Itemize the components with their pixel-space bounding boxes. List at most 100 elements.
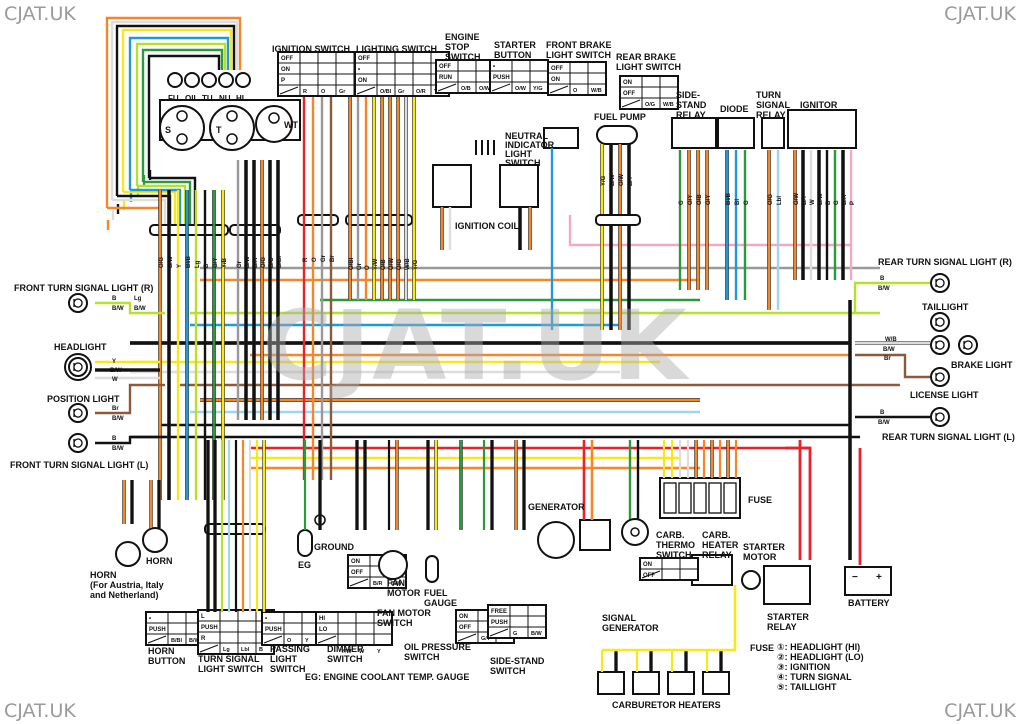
- ignitor-label: IGNITOR: [800, 100, 838, 110]
- speedometer-gauge: [159, 105, 205, 151]
- fan-motor-label: FAN MOTOR: [387, 578, 421, 598]
- wire-code-label: W/B: [663, 102, 674, 108]
- watermark-top-left: CJAT.UK: [4, 3, 76, 25]
- wire-code-label: B/W: [878, 420, 890, 426]
- wire-Lg: [853, 281, 930, 313]
- fuse-legend-item: ①: HEADLIGHT (HI): [777, 642, 861, 652]
- wire-code-label: Gr: [357, 262, 363, 270]
- wire-code-label: O: [312, 257, 318, 262]
- wire-code-label: Lg: [134, 296, 142, 302]
- fuel-gauge-sensor: [425, 555, 439, 583]
- wire-code-label: G: [834, 200, 840, 205]
- wire-code-label: Y: [305, 638, 309, 644]
- wire-code-label: B/W: [531, 631, 543, 637]
- fuse-legend-item: ⑤: TAILLIGHT: [777, 682, 837, 692]
- tachometer-gauge: [209, 105, 255, 151]
- neutral-switch: [543, 127, 579, 149]
- rear-brake-switch-label: REAR BRAKE LIGHT SWITCH: [616, 52, 681, 72]
- fuse-legend-item: ②: HEADLIGHT (LO): [777, 652, 864, 662]
- wire-code-label: B/W: [391, 581, 403, 587]
- ignition-switch-diag: [279, 86, 299, 95]
- wire-code-label: B: [880, 276, 885, 282]
- wire-code-label: B/W: [112, 306, 124, 312]
- fuse-legend-item: ④: TURN SIGNAL: [777, 672, 852, 682]
- wire-Y: [123, 190, 177, 230]
- gauge-lamp: [226, 133, 238, 145]
- indicator-lamp: [167, 72, 183, 88]
- wire-code-label: P: [850, 201, 856, 205]
- wire-code-label: O/G: [261, 257, 267, 268]
- ignition-connector: [297, 214, 339, 226]
- starter-motor: [741, 570, 761, 590]
- battery: [844, 566, 892, 596]
- license-light-bulb-glyph: [935, 372, 945, 382]
- headlight-label: HEADLIGHT: [54, 342, 107, 352]
- ignition-switch-label: IGNITION SWITCH: [272, 44, 350, 54]
- wire-code-label: G/Y: [213, 258, 219, 268]
- front-turn-r-bulb: [68, 293, 88, 313]
- taillight-bulb-glyph: [935, 317, 945, 327]
- starter-relay-label: STARTER RELAY: [767, 612, 809, 632]
- rectifier: [579, 519, 611, 551]
- wire-code-label: B: [259, 647, 263, 653]
- gauge-label-s: S: [165, 125, 171, 135]
- wire-code-label: +: [876, 572, 882, 583]
- engine-stop-switch-label: ENGINE STOP SWITCH: [445, 32, 481, 62]
- water-temp-gauge: [255, 105, 293, 143]
- passing-switch-diag: [263, 635, 283, 644]
- wire-code-label: B/W: [610, 174, 616, 186]
- wire-B: [115, 24, 236, 196]
- rear-brake-switch-diag: [621, 99, 641, 108]
- wire-code-label: B/W: [245, 256, 251, 268]
- wire-G: [143, 180, 192, 230]
- neutral-switch-label: NEUTRAL INDICATOR LIGHT SWITCH: [505, 131, 555, 168]
- wire-code-label: R: [303, 89, 307, 95]
- brake-light-bulb-2: [958, 335, 978, 355]
- wire-code-label: B/W: [134, 306, 146, 312]
- wire-code-label: B/Y: [802, 195, 808, 205]
- wire-code-label: Gr: [339, 89, 346, 95]
- wire-code-label: O/W: [479, 86, 491, 92]
- wire-code-label: O/G: [397, 259, 403, 270]
- wire-code-label: Y/W: [373, 258, 379, 270]
- wire-code-label: B/W: [168, 256, 174, 268]
- wire-code-label: ON: [351, 559, 360, 565]
- wire-code-label: Br: [112, 406, 119, 412]
- generator: [537, 521, 575, 559]
- horn: [142, 527, 168, 553]
- wire-Br: [855, 353, 930, 379]
- wire-code-label: •: [149, 616, 151, 622]
- wire-code-label: Lbl: [777, 196, 783, 205]
- wire-code-label: B: [880, 410, 885, 416]
- wire-code-label: Y/W: [341, 649, 352, 655]
- wire-code-label: OFF: [281, 56, 293, 62]
- ignitor: [787, 109, 857, 149]
- wire-code-label: −: [852, 572, 858, 583]
- wire-code-label: B/W: [110, 368, 122, 374]
- wire-code-label: Gr: [237, 260, 243, 268]
- rear-turn-l-label: REAR TURN SIGNAL LIGHT (L): [882, 432, 1015, 442]
- front-turn-l-label: FRONT TURN SIGNAL LIGHT (L): [10, 460, 149, 470]
- carburetor-heater-4: [702, 671, 730, 695]
- wire-code-label: Bl/B: [186, 255, 192, 268]
- wire-code-label: W: [359, 649, 365, 655]
- wire-code-label: Br: [884, 356, 891, 362]
- rear-turn-l-bulb-glyph: [935, 412, 945, 422]
- indicator-label-tu: TU: [202, 94, 213, 103]
- fuse-box-label: FUSE: [748, 495, 773, 505]
- wire-code-label: O/Bl: [380, 89, 392, 95]
- ignition-coil-2: [499, 164, 539, 208]
- front-turn-r-label: FRONT TURN SIGNAL LIGHT (R): [14, 283, 154, 293]
- fuse-5: [723, 482, 737, 514]
- wire-code-label: ON: [643, 562, 652, 568]
- fuel-pump-label: FUEL PUMP: [594, 112, 646, 122]
- position-light-bulb: [68, 403, 88, 423]
- license-light-bulb: [930, 367, 950, 387]
- gauge-label-t: T: [216, 125, 222, 135]
- wire-code-label: G: [513, 631, 517, 637]
- turn-signal-switch-label: TURN SIGNAL LIGHT SWITCH: [198, 654, 263, 674]
- wire-W: [110, 20, 239, 200]
- wire-code-label: R: [201, 636, 206, 642]
- wire-Y: [121, 28, 233, 192]
- wire-code-label: ON: [358, 78, 367, 84]
